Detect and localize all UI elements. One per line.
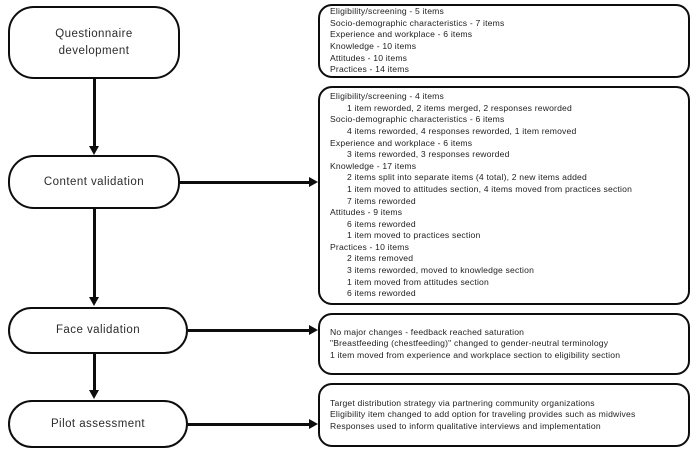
detail-line: Knowledge - 17 items: [330, 160, 417, 171]
detail-line: Attitudes - 9 items: [330, 207, 403, 218]
detail-line: 2 items removed: [347, 253, 414, 264]
detail-box-face-validation[interactable]: No major changes - feedback reached satu…: [318, 313, 690, 375]
detail-line: Responses used to inform qualitative int…: [330, 420, 601, 431]
detail-line: 6 items reworded: [347, 218, 416, 229]
detail-line: No major changes - feedback reached satu…: [330, 326, 525, 337]
detail-line: Knowledge - 10 items: [330, 41, 417, 51]
detail-line: Attitudes - 10 items: [330, 52, 408, 63]
detail-line: Socio-demographic characteristics - 6 it…: [330, 114, 505, 125]
detail-line: 3 items reworded, 3 responses reworded: [347, 149, 510, 160]
detail-line: 1 item moved to attitudes section, 4 ite…: [347, 183, 633, 194]
detail-line: 7 items reworded: [347, 195, 416, 206]
detail-line: 1 item moved from attitudes section: [347, 276, 489, 287]
connector-content-to-face: [93, 209, 96, 298]
detail-box-pilot-assessment[interactable]: Target distribution strategy via partner…: [318, 383, 690, 447]
detail-line: Practices - 10 items: [330, 241, 410, 252]
arrowhead-content-to-details: [309, 177, 318, 188]
detail-line: Target distribution strategy via partner…: [330, 397, 595, 408]
stage-label-face-validation: Face validation: [55, 324, 141, 337]
arrowhead-pilot-to-details: [309, 419, 318, 430]
detail-line: 2 items split into separate items (4 tot…: [347, 172, 587, 183]
detail-line: Experience and workplace - 6 items: [330, 137, 473, 148]
connector-content-to-details: [180, 181, 311, 184]
detail-line: 6 items reworded: [347, 288, 416, 299]
connector-face-to-pilot: [93, 354, 96, 391]
arrowhead-face-to-details: [309, 325, 318, 336]
detail-line: 1 item moved from experience and workpla…: [330, 349, 621, 360]
detail-line: Eligibility/screening - 5 items: [330, 6, 444, 17]
detail-lines-face-validation: No major changes - feedback reached satu…: [320, 327, 688, 362]
detail-line: 3 items reworded, moved to knowledge sec…: [347, 265, 535, 276]
stage-node-content-validation[interactable]: Content validation: [8, 155, 180, 209]
detail-line: Eligibility item changed to add option f…: [330, 409, 636, 420]
detail-lines-pilot-assessment: Target distribution strategy via partner…: [320, 398, 688, 433]
connector-pilot-to-details: [188, 423, 311, 426]
detail-line: 4 items reworded, 4 responses reworded, …: [347, 125, 577, 136]
detail-line: Socio-demographic characteristics - 7 it…: [330, 17, 505, 28]
arrowhead-development-to-content: [88, 146, 99, 155]
stage-node-questionnaire-development[interactable]: Questionnaire development: [8, 6, 180, 79]
detail-line: "Breastfeeding (chestfeeding)" changed t…: [330, 338, 609, 349]
detail-line: Experience and workplace - 6 items: [330, 29, 473, 40]
stage-label-questionnaire-development: Questionnaire development: [55, 27, 133, 57]
stage-label-content-validation: Content validation: [43, 175, 145, 188]
connector-face-to-details: [188, 329, 311, 332]
connector-development-to-content: [93, 79, 96, 147]
stage-node-face-validation[interactable]: Face validation: [8, 307, 188, 354]
detail-line: 1 item reworded, 2 items merged, 2 respo…: [347, 102, 572, 113]
arrowhead-content-to-face: [88, 297, 99, 306]
detail-line: Eligibility/screening - 4 items: [330, 91, 444, 102]
stage-node-pilot-assessment[interactable]: Pilot assessment: [8, 400, 188, 448]
detail-line: Practices - 14 items: [330, 64, 410, 75]
detail-line: 1 item moved to practices section: [347, 230, 481, 241]
arrowhead-face-to-pilot: [88, 390, 99, 399]
stage-label-pilot-assessment: Pilot assessment: [50, 417, 146, 430]
